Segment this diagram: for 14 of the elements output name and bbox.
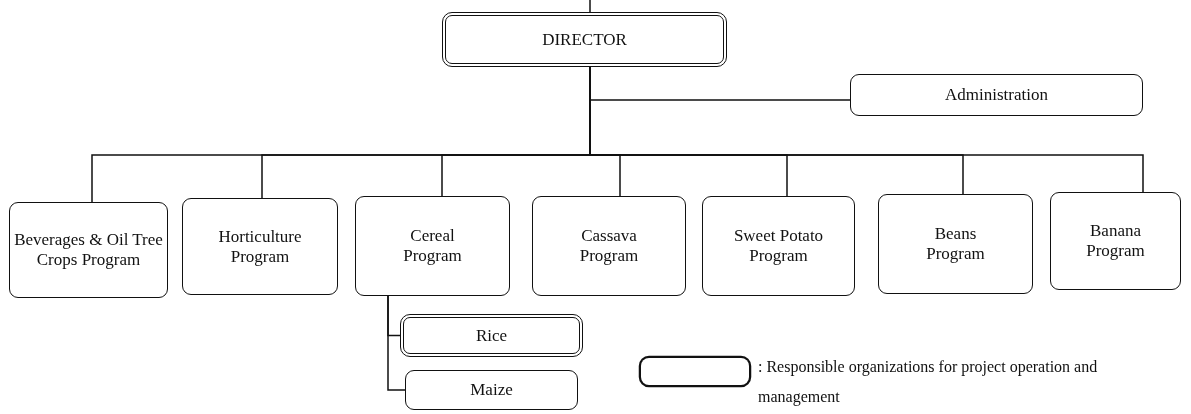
unit-box: Beverages & Oil Tree Crops Program <box>9 202 168 298</box>
connector-line <box>589 0 591 13</box>
legend-text: : Responsible organizations for project operation and management <box>758 357 1099 408</box>
unit-box: Cassava Program <box>532 196 686 296</box>
unit-box: Horticulture Program <box>182 198 338 295</box>
connector-line <box>387 295 406 391</box>
unit-box: Sweet Potato Program <box>702 196 855 296</box>
director-box: DIRECTOR <box>442 12 727 67</box>
unit-box: Maize <box>405 370 578 410</box>
unit-box: Rice <box>400 314 583 357</box>
unit-box: Cereal Program <box>355 196 510 296</box>
unit-box: Administration <box>850 74 1143 116</box>
unit-box: Banana Program <box>1050 192 1181 290</box>
unit-box: Beans Program <box>878 194 1033 294</box>
